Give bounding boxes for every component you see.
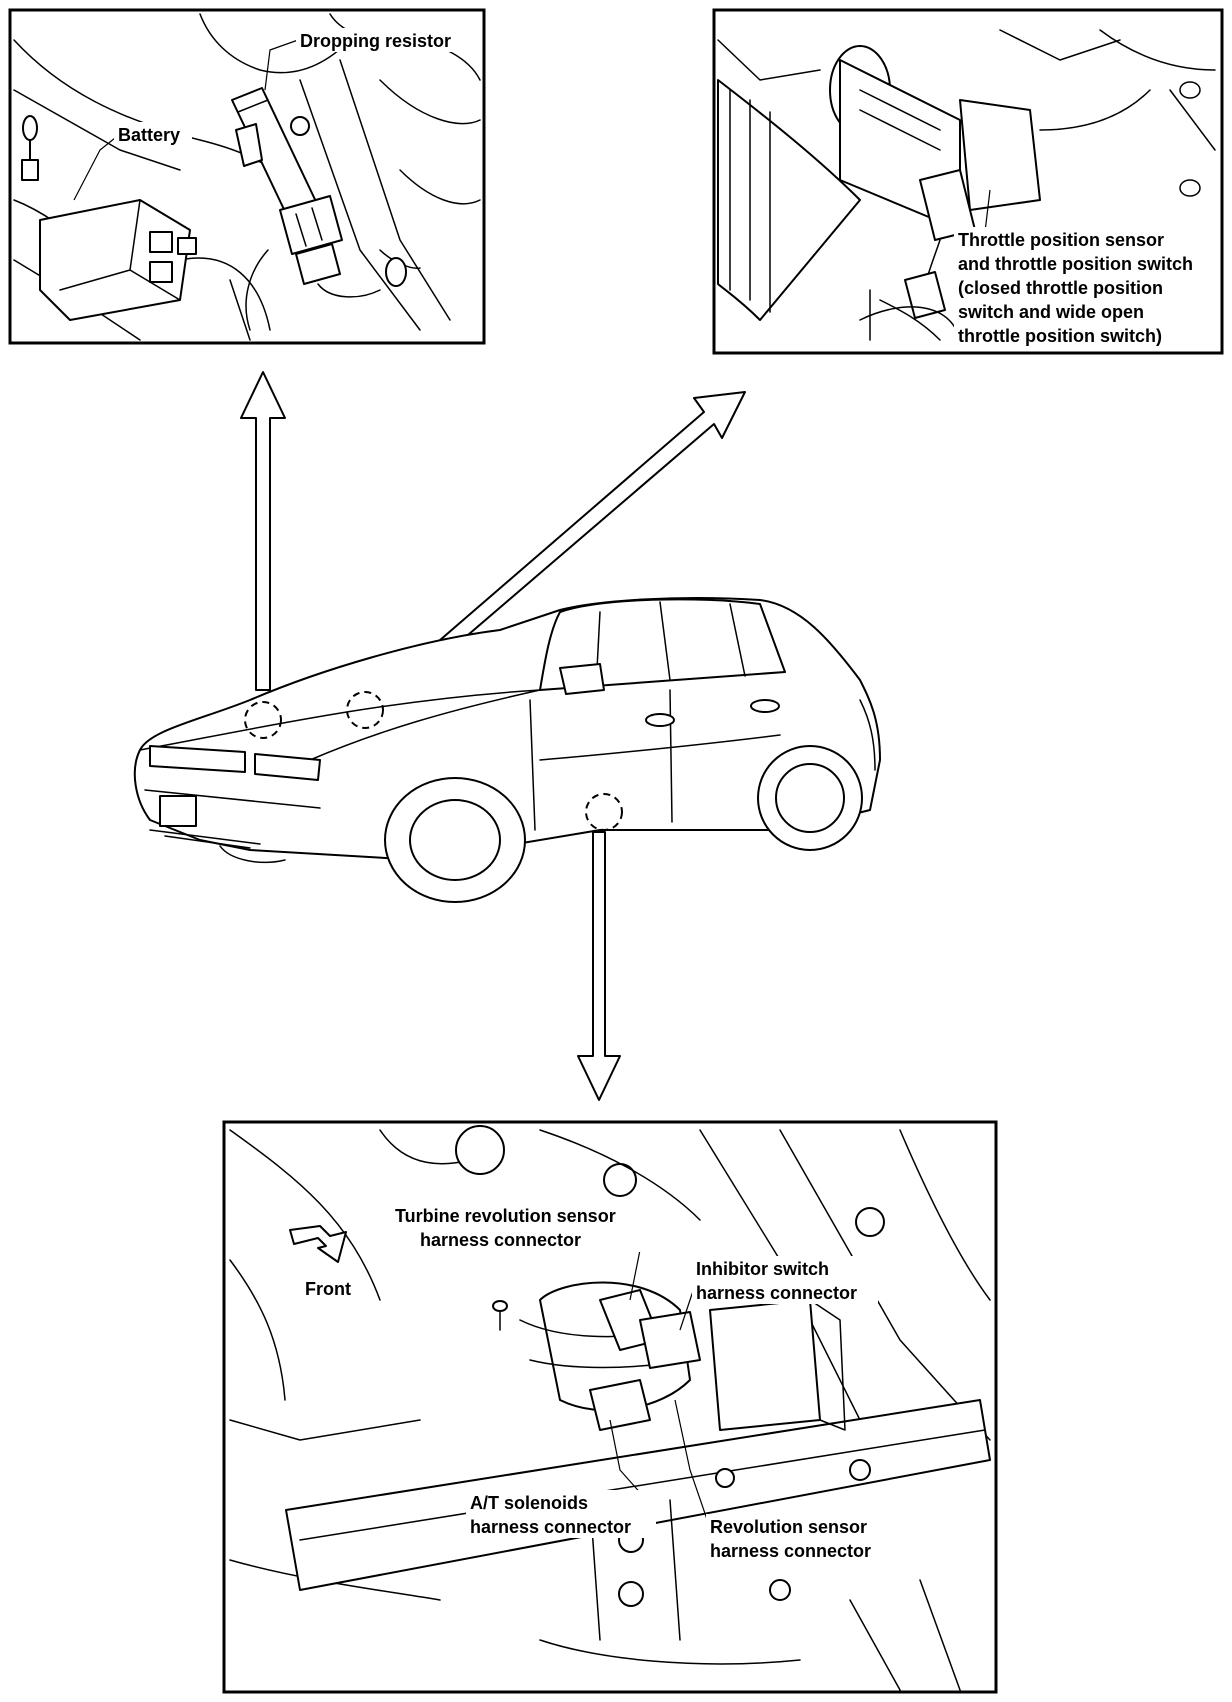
label-throttle-line-4: switch and wide open (958, 302, 1144, 322)
panel-transaxle-connectors: Turbine revolution sensor harness connec… (222, 1120, 998, 1694)
label-dropping-resistor: Dropping resistor (300, 31, 451, 51)
location-circle-dropping-resistor (244, 701, 282, 739)
arrow-to-transaxle (577, 831, 621, 1101)
panel-throttle-position-sensor: Throttle position sensor and throttle po… (712, 8, 1224, 355)
label-turbine-line-1: Turbine revolution sensor (395, 1206, 616, 1226)
label-throttle-line-3: (closed throttle position (958, 278, 1163, 298)
engine-bay-sketch-right (717, 29, 1216, 341)
label-revolution-line-2: harness connector (710, 1541, 871, 1561)
label-front: Front (305, 1279, 351, 1299)
location-circle-transaxle (585, 793, 623, 831)
label-throttle-line-5: throttle position switch) (958, 326, 1162, 346)
leader-battery (73, 133, 121, 201)
label-revolution-line-1: Revolution sensor (710, 1517, 867, 1537)
transaxle-sketch (229, 1125, 991, 1691)
label-throttle-line-1: Throttle position sensor (958, 230, 1164, 250)
leader-dropping-resistor (264, 39, 299, 91)
label-at-solenoids-line-2: harness connector (470, 1517, 631, 1537)
label-at-solenoids-line-1: A/T solenoids (470, 1493, 588, 1513)
leader-revolution-sensor (674, 1399, 711, 1529)
front-direction-arrow (289, 1225, 347, 1263)
label-turbine-line-2: harness connector (420, 1230, 581, 1250)
location-circle-throttle-sensor (346, 691, 384, 729)
car-illustration (133, 597, 881, 903)
label-battery: Battery (118, 125, 180, 145)
label-inhibitor-line-1: Inhibitor switch (696, 1259, 829, 1279)
arrow-to-dropping-resistor (240, 371, 286, 691)
label-inhibitor-line-2: harness connector (696, 1283, 857, 1303)
label-throttle-line-2: and throttle position switch (958, 254, 1193, 274)
engine-bay-sketch-left (13, 13, 481, 341)
panel-dropping-resistor: Dropping resistor Battery (8, 8, 486, 345)
